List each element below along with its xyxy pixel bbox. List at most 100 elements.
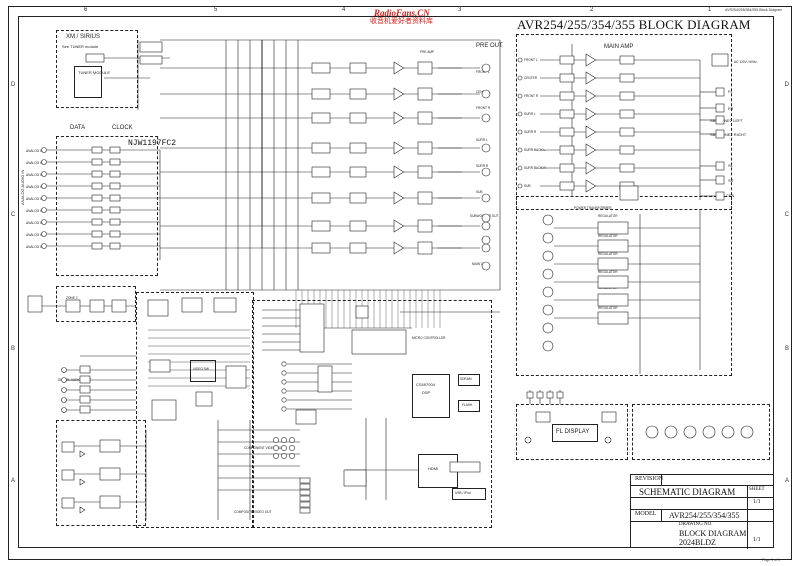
tone-ic bbox=[349, 166, 367, 178]
remote-sensor bbox=[535, 411, 551, 423]
pre-out-label: PRE OUT bbox=[476, 43, 503, 49]
diagram-title: AVR254/255/354/355 BLOCK DIAGRAM bbox=[517, 17, 751, 32]
xm-label: XM / SIRIUS bbox=[66, 34, 101, 40]
pre-amp-symbol bbox=[393, 141, 405, 155]
composite-jack bbox=[299, 495, 311, 502]
digital-audio-jack bbox=[281, 361, 287, 367]
hdmi-label: HDMI bbox=[428, 466, 439, 471]
video-ic bbox=[225, 365, 247, 389]
transformer-coil bbox=[542, 214, 554, 226]
digital-audio-jack bbox=[281, 388, 287, 394]
analog-input-jack bbox=[41, 231, 47, 237]
tuner-connector bbox=[139, 41, 163, 53]
regulator-1: REGULATOR bbox=[598, 214, 618, 218]
subwoofer-jack bbox=[481, 213, 491, 223]
analog-input-6: ANALOG IN 6 bbox=[26, 209, 47, 213]
analog-input-2: ANALOG IN 2 bbox=[26, 161, 47, 165]
zone2-label: ZONE 2 bbox=[66, 296, 78, 300]
amp-input-surr-back-l: SURR BACK L bbox=[524, 148, 546, 152]
optical-receiver bbox=[79, 375, 91, 384]
regulator-ic bbox=[597, 311, 629, 325]
power-amp-symbol bbox=[585, 71, 597, 85]
pre-amp-symbol bbox=[393, 111, 405, 125]
composite-jack bbox=[299, 501, 311, 508]
digital-audio-jack bbox=[281, 406, 287, 412]
buffer-ic bbox=[417, 111, 433, 125]
transformer-coil bbox=[542, 250, 554, 262]
regulator-4: REGULATOR bbox=[598, 270, 618, 274]
input-buffer bbox=[109, 182, 121, 190]
clock-label: CLOCK bbox=[112, 125, 133, 131]
input-buffer bbox=[91, 146, 103, 154]
buffer-ic bbox=[417, 219, 433, 233]
amp-input-jack bbox=[517, 93, 523, 99]
level-shifter bbox=[79, 450, 86, 458]
input-buffer bbox=[91, 206, 103, 214]
tone-ic bbox=[349, 192, 367, 204]
power-amp-symbol bbox=[585, 125, 597, 139]
input-buffer bbox=[91, 170, 103, 178]
input-buffer bbox=[109, 158, 121, 166]
amp-driver bbox=[559, 163, 575, 173]
xm-connector bbox=[65, 299, 81, 313]
hdmi-input-port bbox=[61, 441, 75, 453]
zone-col-4: 4 bbox=[342, 7, 346, 13]
revision-label: REVISION bbox=[635, 476, 663, 482]
video-switch-label: VIDEO SW bbox=[193, 367, 209, 371]
optical-receiver bbox=[79, 405, 91, 414]
dsp-interface-ic bbox=[351, 329, 407, 355]
analog-input-jack bbox=[41, 183, 47, 189]
optical-input bbox=[61, 367, 67, 373]
oscillator bbox=[355, 305, 369, 319]
watermark-site: RadioFans.CN bbox=[374, 8, 430, 18]
speaker-terminal bbox=[715, 115, 725, 125]
volume-ic bbox=[311, 112, 331, 124]
pre-out-jack bbox=[481, 89, 491, 99]
digital-input-ic bbox=[299, 303, 325, 353]
output-transistor bbox=[619, 145, 635, 155]
analog-input-jack bbox=[41, 243, 47, 249]
zone-row-c-right: C bbox=[784, 212, 789, 218]
buffer-ic bbox=[417, 165, 433, 179]
zone-row-d: D bbox=[11, 82, 16, 88]
tuner-ic bbox=[85, 53, 105, 63]
component-video-jack bbox=[281, 445, 287, 451]
hdmi-input-port bbox=[61, 497, 75, 509]
input-buffer bbox=[91, 218, 103, 226]
composite-video-out-label: COMPOSITE VIDEO OUT bbox=[234, 510, 272, 514]
zone-col-2: 2 bbox=[590, 7, 594, 13]
dsp-chip-sub: DSP bbox=[422, 390, 431, 395]
transformer-coil bbox=[542, 340, 554, 352]
pre-out-front-l: FRONT L bbox=[476, 70, 490, 74]
transformer-coil bbox=[542, 304, 554, 316]
ac-in-label: AC 120V / 60Hz bbox=[734, 60, 757, 64]
usb-box bbox=[452, 488, 486, 500]
tone-ic bbox=[349, 220, 367, 232]
amp-input-jack bbox=[517, 147, 523, 153]
composite-jack bbox=[299, 507, 311, 514]
pre-amp-symbol bbox=[393, 191, 405, 205]
zone-col-3: 3 bbox=[458, 7, 462, 13]
component-video-jack bbox=[281, 437, 287, 443]
transformer-coil bbox=[542, 322, 554, 334]
pre-out-jack bbox=[481, 143, 491, 153]
main-amp-section bbox=[516, 34, 732, 210]
analog-input-jack bbox=[41, 159, 47, 165]
front-knob bbox=[740, 425, 754, 439]
amp-input-sub: SUB bbox=[524, 184, 531, 188]
dsp-chip bbox=[412, 374, 450, 418]
pre-amp-symbol bbox=[393, 241, 405, 255]
power-relay bbox=[619, 185, 639, 201]
video-ic bbox=[147, 299, 169, 317]
input-buffer bbox=[91, 182, 103, 190]
regulator-ic bbox=[597, 221, 629, 235]
flash-label: FLASH bbox=[462, 403, 473, 407]
analog-input-8: ANALOG IN 8 bbox=[26, 233, 47, 237]
hdmi-section bbox=[56, 420, 146, 526]
schematic-diagram-title: SCHEMATIC DIAGRAM bbox=[639, 487, 736, 497]
speaker-terminal bbox=[715, 191, 725, 201]
amp-input-front-r: FRONT R bbox=[524, 94, 539, 98]
sdram-label: SDRAM bbox=[460, 377, 472, 381]
tone-ic bbox=[349, 112, 367, 124]
output-transistor bbox=[619, 73, 635, 83]
